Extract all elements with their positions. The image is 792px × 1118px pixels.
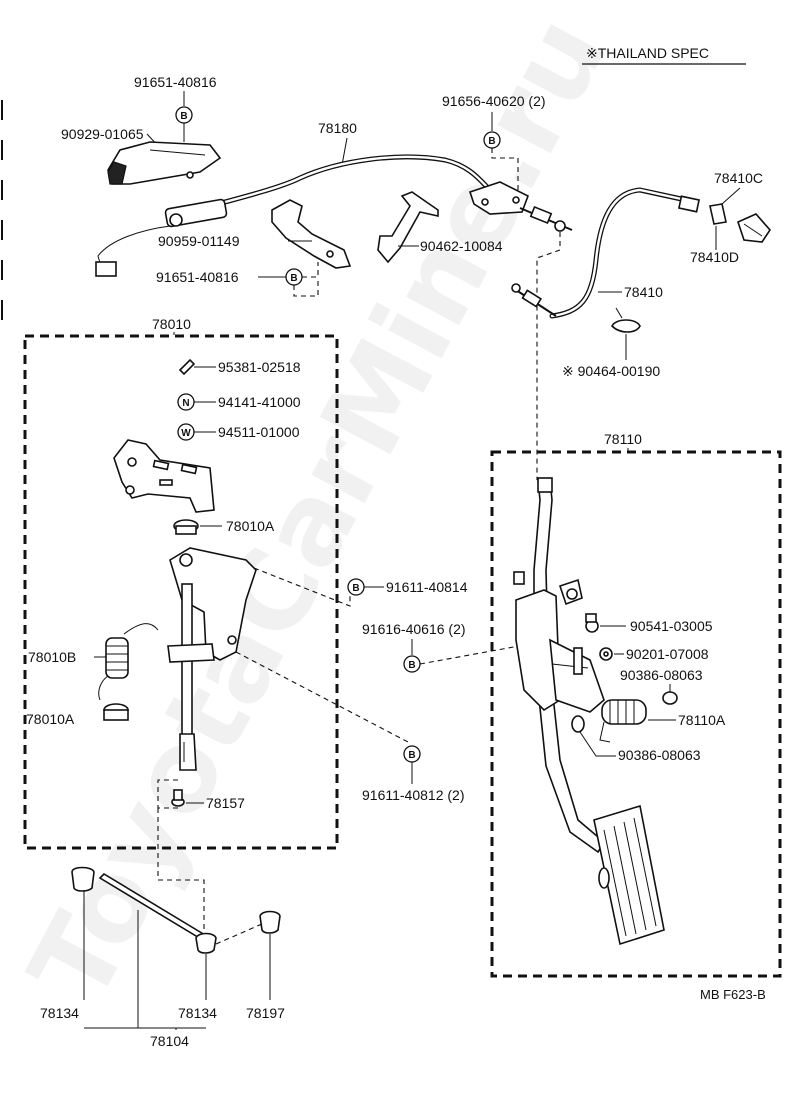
stopper-bolt-icon bbox=[585, 613, 599, 633]
svg-text:B: B bbox=[408, 660, 415, 671]
label-91651-40816-top: 91651-40816 bbox=[134, 74, 217, 90]
dashed-91651-bottom-b bbox=[293, 280, 319, 297]
accelerator-cable-icon bbox=[95, 154, 573, 277]
bushing-icon bbox=[103, 703, 129, 721]
label-91611-40814: 91611-40814 bbox=[386, 579, 468, 595]
dashed-91611-40814 bbox=[253, 567, 351, 607]
watermark-text: ToyotaCarMine.ru bbox=[5, 0, 631, 1022]
cotter-pin-icon bbox=[178, 358, 196, 376]
label-78010B: 78010B bbox=[28, 649, 76, 665]
assembly-box-78010 bbox=[23, 334, 339, 850]
return-spring-icon bbox=[98, 623, 159, 701]
label-78010A-bottom: 78010A bbox=[26, 711, 75, 727]
label-78110: 78110 bbox=[604, 431, 642, 447]
bolt-badge-icon: B bbox=[285, 268, 303, 286]
svg-text:N: N bbox=[182, 398, 189, 409]
svg-text:B: B bbox=[408, 750, 415, 761]
cable-support-bracket-icon bbox=[271, 199, 352, 269]
label-78180: 78180 bbox=[318, 120, 357, 136]
label-90386-08063-b: 90386-08063 bbox=[618, 747, 701, 763]
pedal-return-spring-icon bbox=[599, 699, 647, 743]
diagram-code: MB F623-B bbox=[700, 987, 766, 1002]
label-90201-07008: 90201-07008 bbox=[626, 646, 709, 662]
leader-90386-b bbox=[579, 731, 616, 757]
dashed-78157-to-rod bbox=[157, 808, 205, 940]
label-78410D: 78410D bbox=[690, 249, 739, 265]
label-91616-40616: 91616-40616 (2) bbox=[362, 621, 466, 637]
bolt-badge-icon: B bbox=[403, 745, 421, 763]
svg-text:B: B bbox=[290, 273, 297, 284]
dashed-91651-bottom bbox=[302, 262, 319, 278]
bolt-badge-icon: B bbox=[175, 106, 193, 124]
dashed-cable-to-pedal bbox=[536, 232, 561, 480]
label-78410C: 78410C bbox=[714, 170, 763, 186]
label-91651-40816-bottom: 91651-40816 bbox=[156, 269, 239, 285]
svg-text:B: B bbox=[488, 136, 495, 147]
thailand-spec-cable-icon bbox=[511, 187, 772, 319]
label-90541-03005: 90541-03005 bbox=[630, 618, 713, 634]
cable-clip-icon bbox=[611, 307, 641, 333]
label-78110A: 78110A bbox=[678, 712, 726, 728]
cushion-icon bbox=[571, 715, 585, 733]
label-90462-10084: 90462-10084 bbox=[420, 238, 503, 254]
label-94141-41000: 94141-41000 bbox=[218, 394, 301, 410]
svg-text:B: B bbox=[180, 111, 187, 122]
label-78134-left: 78134 bbox=[40, 1005, 79, 1021]
label-78010A-top: 78010A bbox=[226, 518, 275, 534]
bolt-badge-icon: B bbox=[483, 131, 501, 149]
nut-badge-icon: N bbox=[177, 393, 195, 411]
cable-clamp-icon bbox=[107, 141, 222, 185]
washer-icon bbox=[599, 647, 613, 661]
bushing-icon bbox=[173, 519, 199, 535]
leader-78180 bbox=[341, 137, 348, 166]
label-78010: 78010 bbox=[152, 316, 191, 332]
cable-bracket-icon bbox=[377, 191, 439, 264]
spec-note: ※THAILAND SPEC bbox=[586, 45, 709, 61]
washer-badge-icon: W bbox=[177, 423, 195, 441]
label-94511-01000: 94511-01000 bbox=[218, 424, 300, 440]
pin-bolt-icon bbox=[171, 789, 185, 807]
pedal-lever-bracket-icon bbox=[113, 439, 215, 513]
connecting-rod-icon bbox=[71, 866, 281, 954]
label-90464-00190: ※ 90464-00190 bbox=[562, 363, 660, 379]
label-78104: 78104 bbox=[150, 1033, 189, 1049]
label-78197: 78197 bbox=[246, 1005, 285, 1021]
label-78157: 78157 bbox=[206, 795, 245, 811]
dashed-78157 bbox=[157, 779, 180, 809]
label-91611-40812: 91611-40812 (2) bbox=[362, 787, 464, 803]
label-95381-02518: 95381-02518 bbox=[218, 359, 301, 375]
label-78410: 78410 bbox=[624, 284, 663, 300]
pedal-shaft-icon bbox=[167, 547, 257, 771]
dashed-78197 bbox=[215, 923, 263, 945]
label-90386-08063-a: 90386-08063 bbox=[620, 667, 703, 683]
cushion-icon bbox=[662, 691, 678, 705]
bolt-badge-icon: B bbox=[347, 578, 365, 596]
assembly-box-78110 bbox=[490, 450, 782, 978]
label-78134-right: 78134 bbox=[178, 1005, 217, 1021]
svg-text:W: W bbox=[181, 428, 191, 439]
label-90929-01065: 90929-01065 bbox=[61, 126, 144, 142]
svg-text:B: B bbox=[352, 583, 359, 594]
accelerator-pedal-icon bbox=[513, 477, 665, 946]
bolt-badge-icon: B bbox=[403, 655, 421, 673]
leader-78410C bbox=[721, 187, 741, 205]
label-90959-01149: 90959-01149 bbox=[158, 233, 240, 249]
dashed-91656 bbox=[491, 148, 519, 192]
label-91656-40620: 91656-40620 (2) bbox=[442, 93, 546, 109]
